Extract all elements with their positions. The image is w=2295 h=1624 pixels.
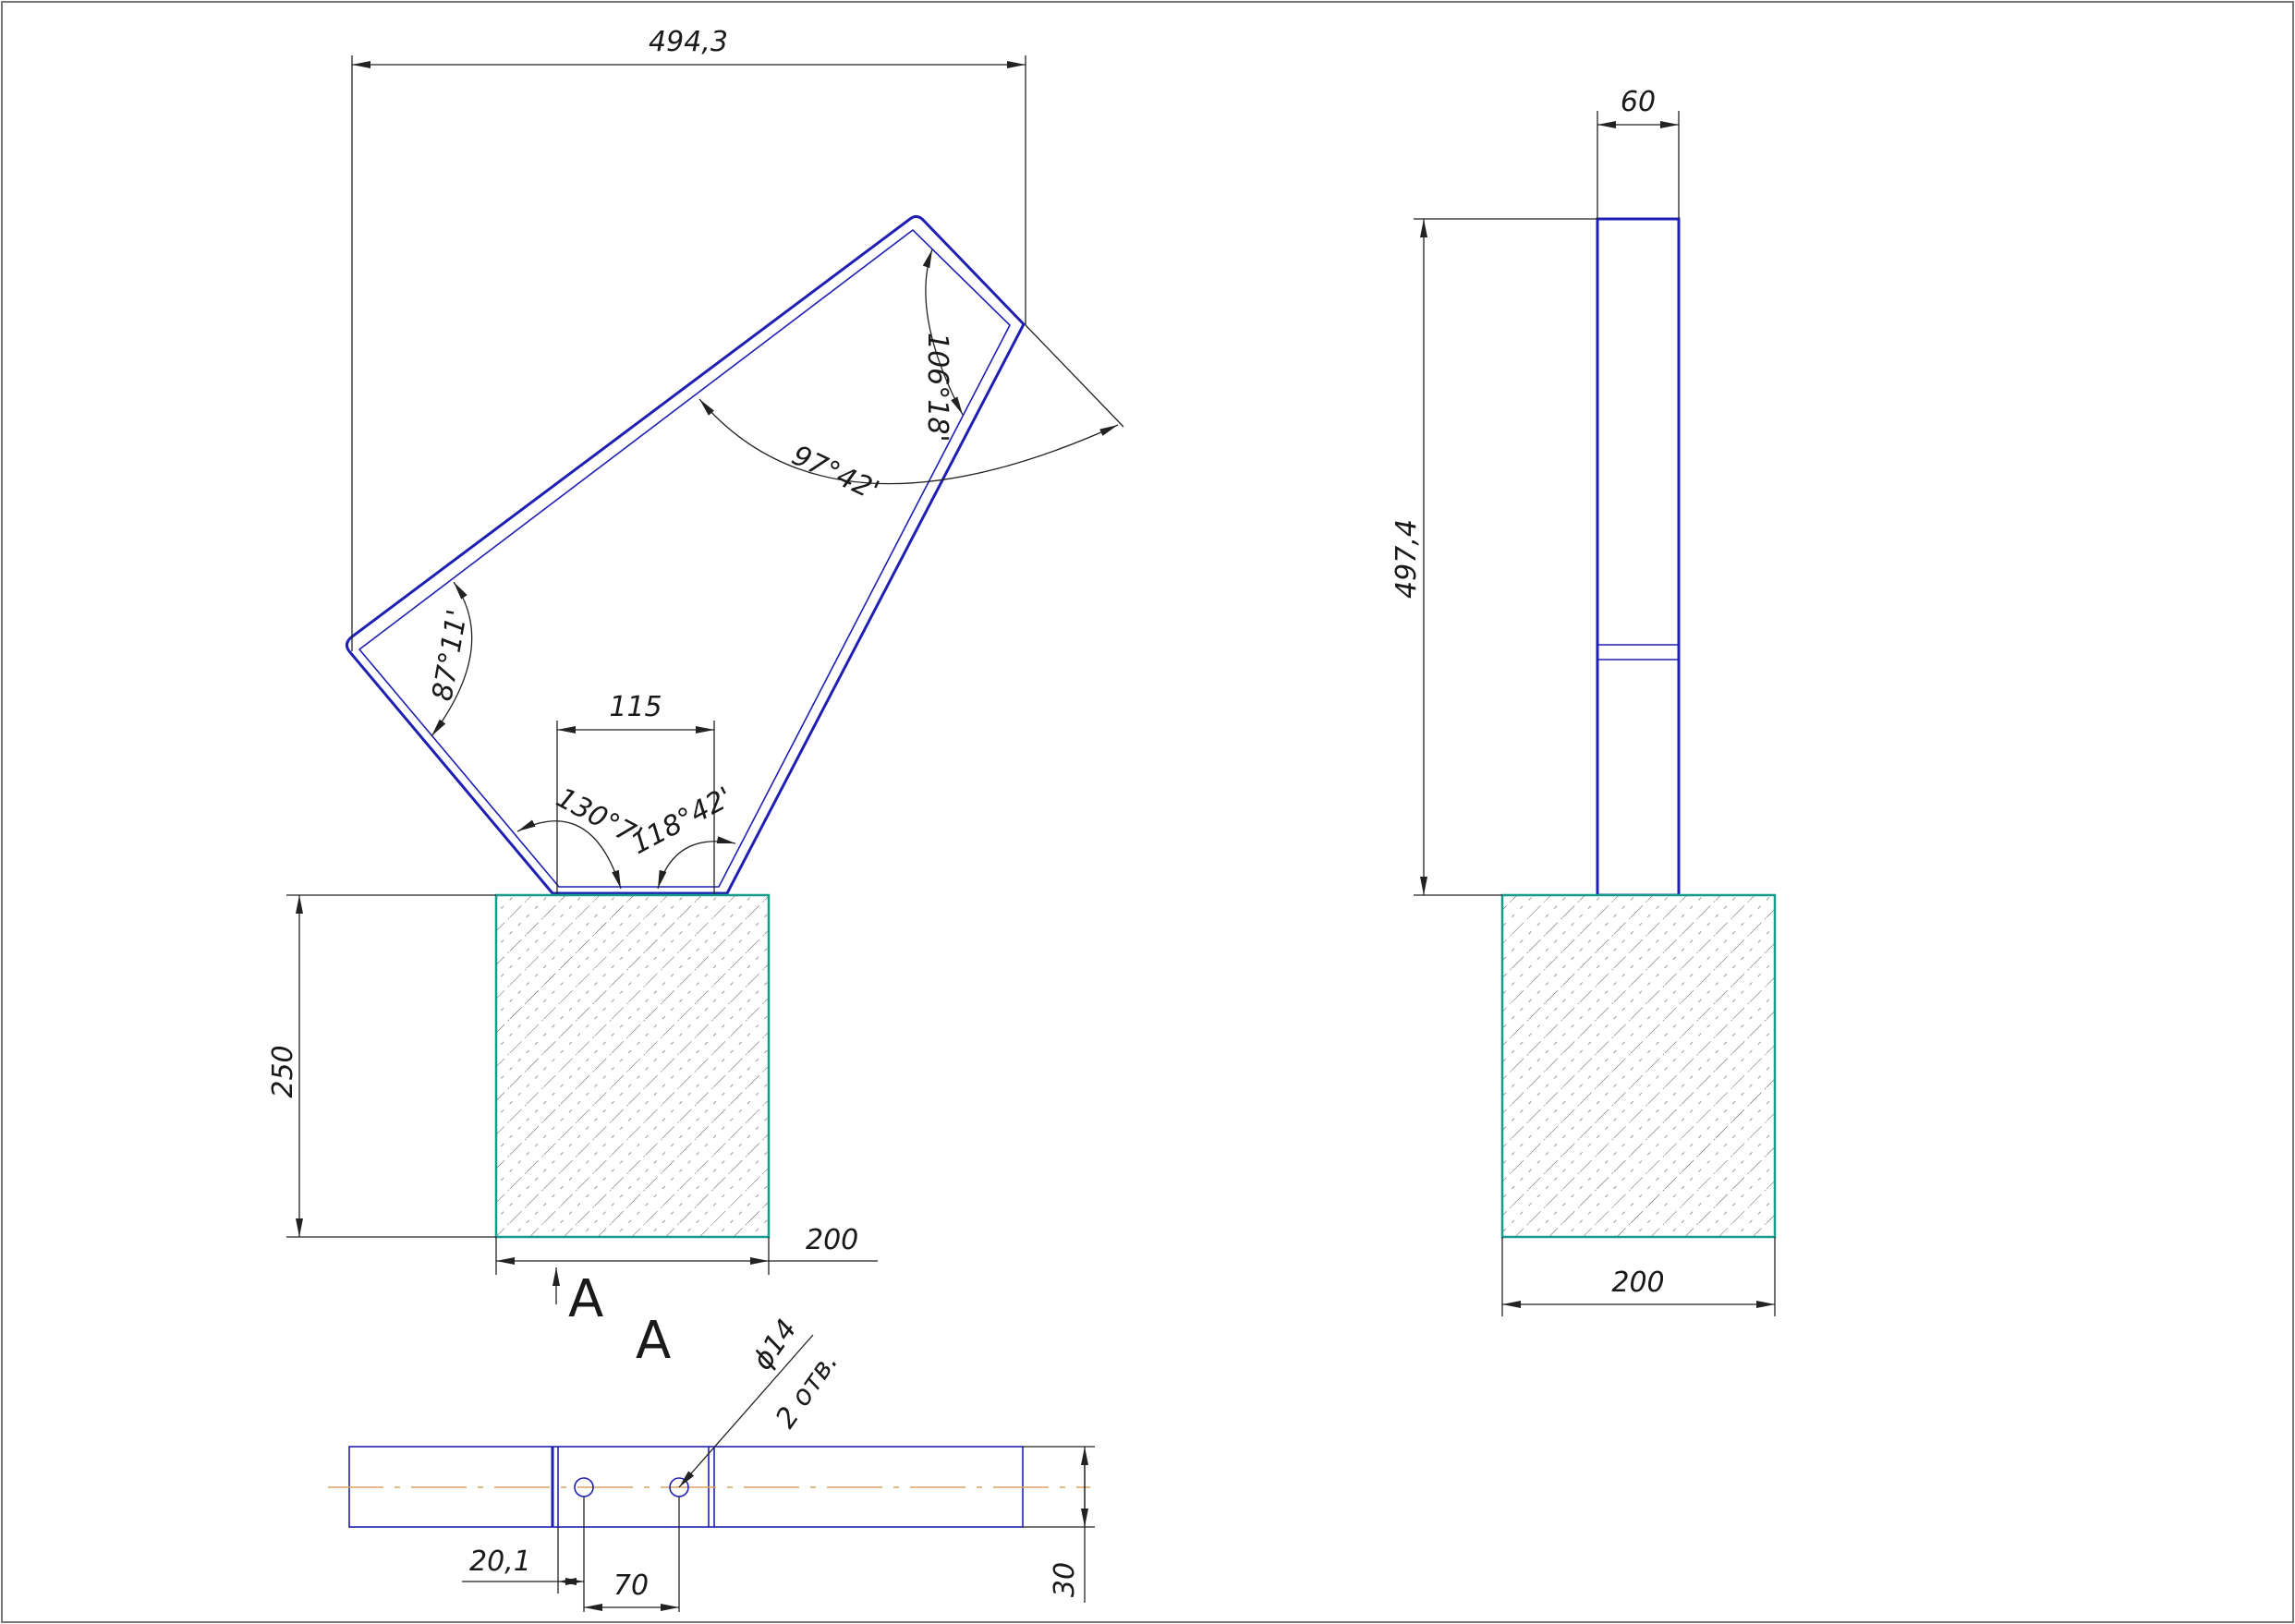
dim-strip-width: 30 bbox=[1049, 1562, 1081, 1597]
dim-base-height: 250 bbox=[267, 1045, 299, 1097]
dim-side-base-width: 200 bbox=[1611, 1266, 1664, 1299]
view-arrow-label: A bbox=[568, 1269, 603, 1329]
dim-hole-diameter: ϕ14 bbox=[747, 1314, 804, 1376]
dim-hole-spacing: 70 bbox=[613, 1569, 649, 1602]
dim-arc-top bbox=[922, 248, 964, 416]
front-view: 494,3 106°18' 97°42' 87°11' 115 130°7' 1… bbox=[267, 26, 1124, 1329]
dim-top-width: 494,3 bbox=[649, 26, 728, 58]
hole-leader bbox=[678, 1334, 814, 1488]
dim-arc-left bbox=[431, 581, 473, 737]
dim-side-height: 497,4 bbox=[1390, 519, 1423, 599]
view-a-label: A bbox=[636, 1311, 671, 1371]
side-plate bbox=[1596, 217, 1681, 897]
dim-arc-right bbox=[698, 398, 1119, 485]
dim-side-thickness: 60 bbox=[1621, 86, 1656, 118]
dim-bottom-width: 115 bbox=[609, 691, 662, 723]
front-base-block bbox=[494, 893, 771, 1239]
dim-offset: 20,1 bbox=[469, 1545, 531, 1578]
side-view: 60 497,4 200 bbox=[1390, 86, 1777, 1316]
bracket-outline-outer bbox=[345, 214, 1026, 895]
ext-line-angle-right bbox=[1025, 324, 1124, 428]
dim-angle-top: 106°18' bbox=[921, 333, 953, 442]
dim-front-base-width: 200 bbox=[806, 1224, 858, 1256]
dim-angle-right: 97°42' bbox=[787, 440, 884, 508]
dim-arc-bottom-left bbox=[516, 819, 622, 890]
side-base-block bbox=[1500, 893, 1777, 1239]
dim-angle-bottom-right: 118°42' bbox=[625, 781, 737, 861]
dim-angle-left: 87°11' bbox=[426, 607, 474, 703]
view-a: A ϕ14 2 отв. 20,1 70 30 bbox=[328, 1311, 1095, 1612]
dim-arc-bottom-right bbox=[657, 836, 736, 890]
